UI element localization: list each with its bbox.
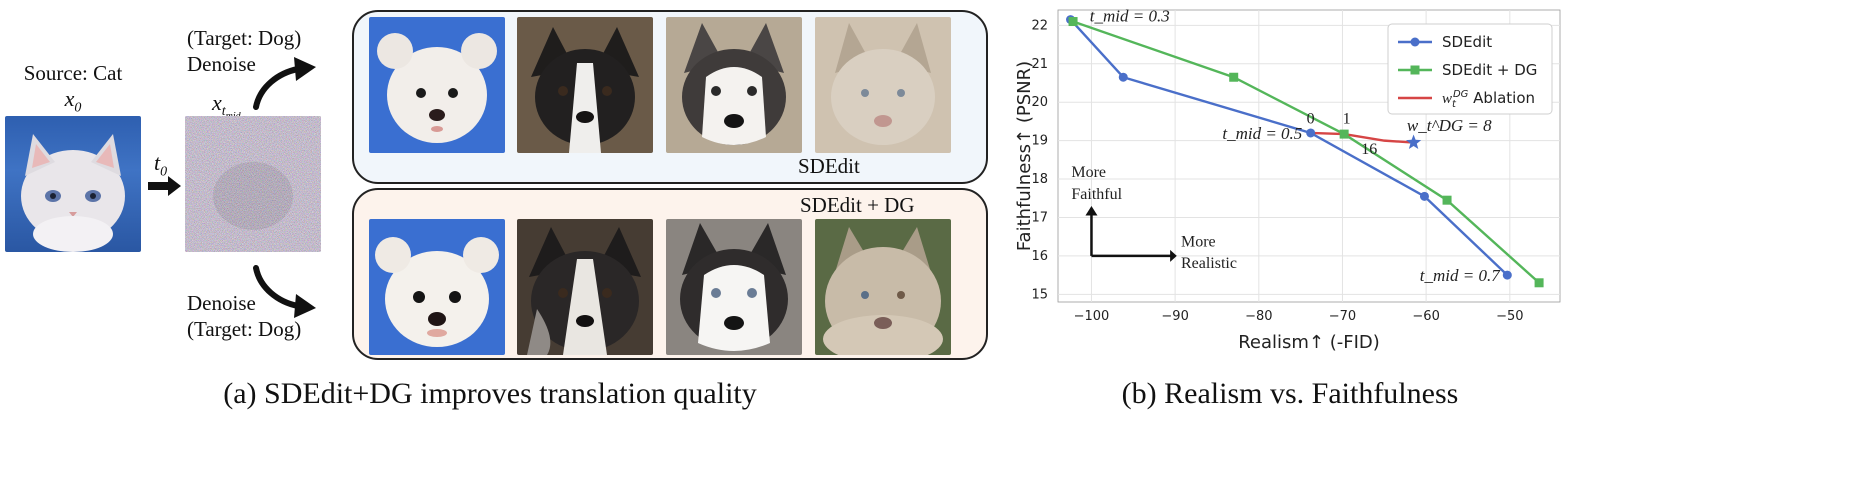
x-tick-label: −60 — [1412, 309, 1439, 324]
annotation-faithful: Faithful — [1071, 186, 1122, 203]
legend-marker-square — [1410, 65, 1420, 75]
sdedit-dg-panel-label: SDEdit + DG — [800, 193, 915, 217]
caption-a: (a) SDEdit+DG improves translation quali… — [223, 377, 757, 410]
realistic-arrowhead-icon — [1170, 249, 1177, 262]
curved-arrow-up-icon — [253, 57, 316, 110]
x-tick-label: −70 — [1329, 309, 1356, 324]
sdedit-point — [1502, 270, 1512, 280]
faithful-arrowhead-icon — [1085, 205, 1098, 216]
sdedit-dg-point — [1534, 278, 1544, 288]
sdedit-dg-point — [1442, 195, 1452, 205]
cat-photo — [21, 134, 125, 252]
legend-label-ablation: wtDG Ablation — [1442, 89, 1535, 110]
sdedit-dg-point — [1229, 72, 1239, 82]
sdedit-dog-3 — [666, 17, 802, 153]
annotation-w-label: w_t^DG = 8 — [1407, 116, 1492, 135]
x-axis-label: Realism↑ (-FID) — [1238, 332, 1380, 353]
sdedit-dg-dog-3 — [666, 219, 802, 355]
series-line-2 — [1310, 131, 1414, 144]
source-cat-image — [5, 116, 141, 252]
sdedit-dog-4 — [815, 17, 951, 153]
annotation-point-1: 1 — [1343, 110, 1351, 127]
y-tick-label: 17 — [1031, 210, 1048, 225]
sdedit-dog-1 — [369, 17, 505, 153]
x-tick-label: −80 — [1245, 309, 1272, 324]
legend-marker-circle — [1410, 37, 1420, 47]
x-tick-label: −100 — [1074, 309, 1110, 324]
x-tick-label: −90 — [1161, 309, 1188, 324]
source-label: Source: Cat — [23, 61, 123, 85]
sdedit-dg-dog-4 — [815, 219, 951, 355]
sdedit-dg-dog-2 — [517, 219, 653, 355]
top-branch-denoise: Denoise — [187, 52, 256, 76]
y-tick-label: 20 — [1031, 95, 1048, 110]
ablation-star-point — [1405, 134, 1422, 150]
annotation-point-16: 16 — [1361, 141, 1377, 158]
y-tick-label: 22 — [1031, 18, 1048, 33]
curved-arrow-down-icon — [253, 265, 316, 318]
noisy-image — [185, 116, 321, 252]
annotation-more-faithful: More — [1071, 164, 1106, 181]
legend-box — [1387, 23, 1553, 115]
caption-b: (b) Realism vs. Faithfulness — [1121, 377, 1459, 410]
sdedit-dg-dog-1 — [369, 219, 505, 355]
legend-label-sdedit: SDEdit — [1442, 33, 1492, 51]
sdedit-point — [1419, 191, 1429, 201]
y-tick-label: 15 — [1031, 287, 1048, 302]
annotation-tmid-03: t_mid = 0.3 — [1090, 7, 1170, 26]
sdedit-dg-point — [1339, 129, 1349, 139]
y-tick-label: 16 — [1031, 249, 1048, 264]
bottom-branch-target: (Target: Dog) — [187, 317, 302, 341]
bottom-branch-denoise: Denoise — [187, 291, 256, 315]
y-tick-label: 18 — [1031, 172, 1048, 187]
annotation-more-realistic: More — [1181, 233, 1216, 250]
sdedit-dg-point — [1068, 17, 1078, 27]
x-tick-label: −50 — [1496, 309, 1523, 324]
source-variable: x0 — [64, 86, 82, 116]
annotation-point-0: 0 — [1307, 110, 1315, 127]
y-tick-label: 19 — [1031, 134, 1048, 149]
top-branch-target: (Target: Dog) — [187, 26, 302, 50]
sdedit-dog-2 — [517, 17, 653, 153]
annotation-tmid-05: t_mid = 0.5 — [1222, 124, 1302, 143]
y-tick-label: 21 — [1031, 57, 1048, 72]
annotation-realistic: Realistic — [1181, 255, 1237, 272]
sdedit-point — [1118, 72, 1128, 82]
y-axis-label: Faithfulness↑ (PSNR) — [1014, 61, 1035, 251]
legend-label-sdedit-dg: SDEdit + DG — [1442, 61, 1537, 79]
sdedit-panel-label: SDEdit — [798, 154, 860, 178]
annotation-tmid-07: t_mid = 0.7 — [1420, 266, 1501, 285]
t0-label: t0 — [154, 150, 168, 180]
realism-faithfulness-chart: −100 −90 −80 −70 −60 −50 15 16 17 18 19 20 21 22Reali… — [1014, 7, 1561, 353]
t0-arrow-icon — [148, 176, 181, 196]
sdedit-point — [1306, 128, 1316, 138]
